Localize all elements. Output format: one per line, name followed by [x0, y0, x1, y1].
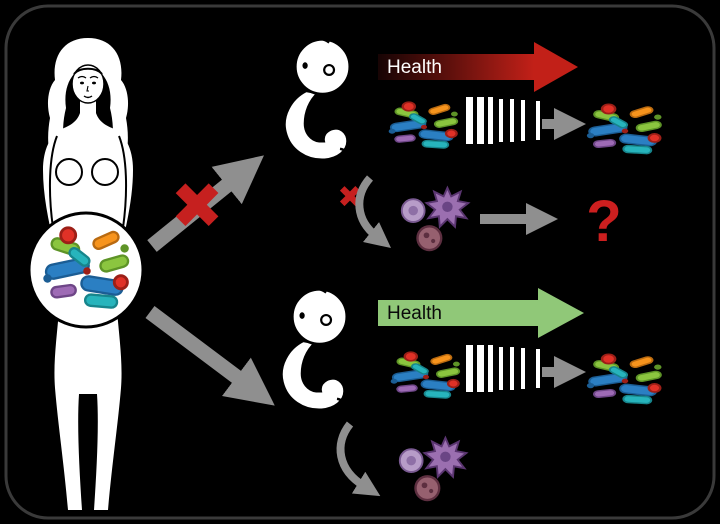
immune-curved-arrow-top	[355, 175, 391, 249]
blocked-cross-icon: ✖	[170, 170, 224, 242]
transfer-arrow-blocked	[147, 155, 264, 252]
frame-border	[4, 4, 716, 520]
maternal-microbiome-circle	[27, 211, 145, 329]
pathway-top: Health ✖ ?	[283, 37, 664, 254]
woman-chest-detail	[91, 158, 119, 186]
health-arrow-red: Health	[378, 42, 578, 92]
health-arrow-green: Health	[378, 288, 584, 338]
transfer-arrow-allowed	[145, 306, 275, 406]
sequencing-barcode-bars-top	[466, 97, 540, 144]
immune-curved-arrow-bottom	[336, 421, 381, 497]
woman-chest-detail	[55, 158, 83, 186]
pathway-bottom: Health	[280, 287, 664, 502]
woman-hair	[47, 38, 129, 176]
woman-face	[71, 64, 105, 104]
health-label-top: Health	[387, 57, 442, 78]
sequencing-barcode-bars-bottom	[466, 345, 540, 392]
health-label-bottom: Health	[387, 303, 442, 324]
unknown-outcome-question-mark: ?	[586, 189, 621, 254]
